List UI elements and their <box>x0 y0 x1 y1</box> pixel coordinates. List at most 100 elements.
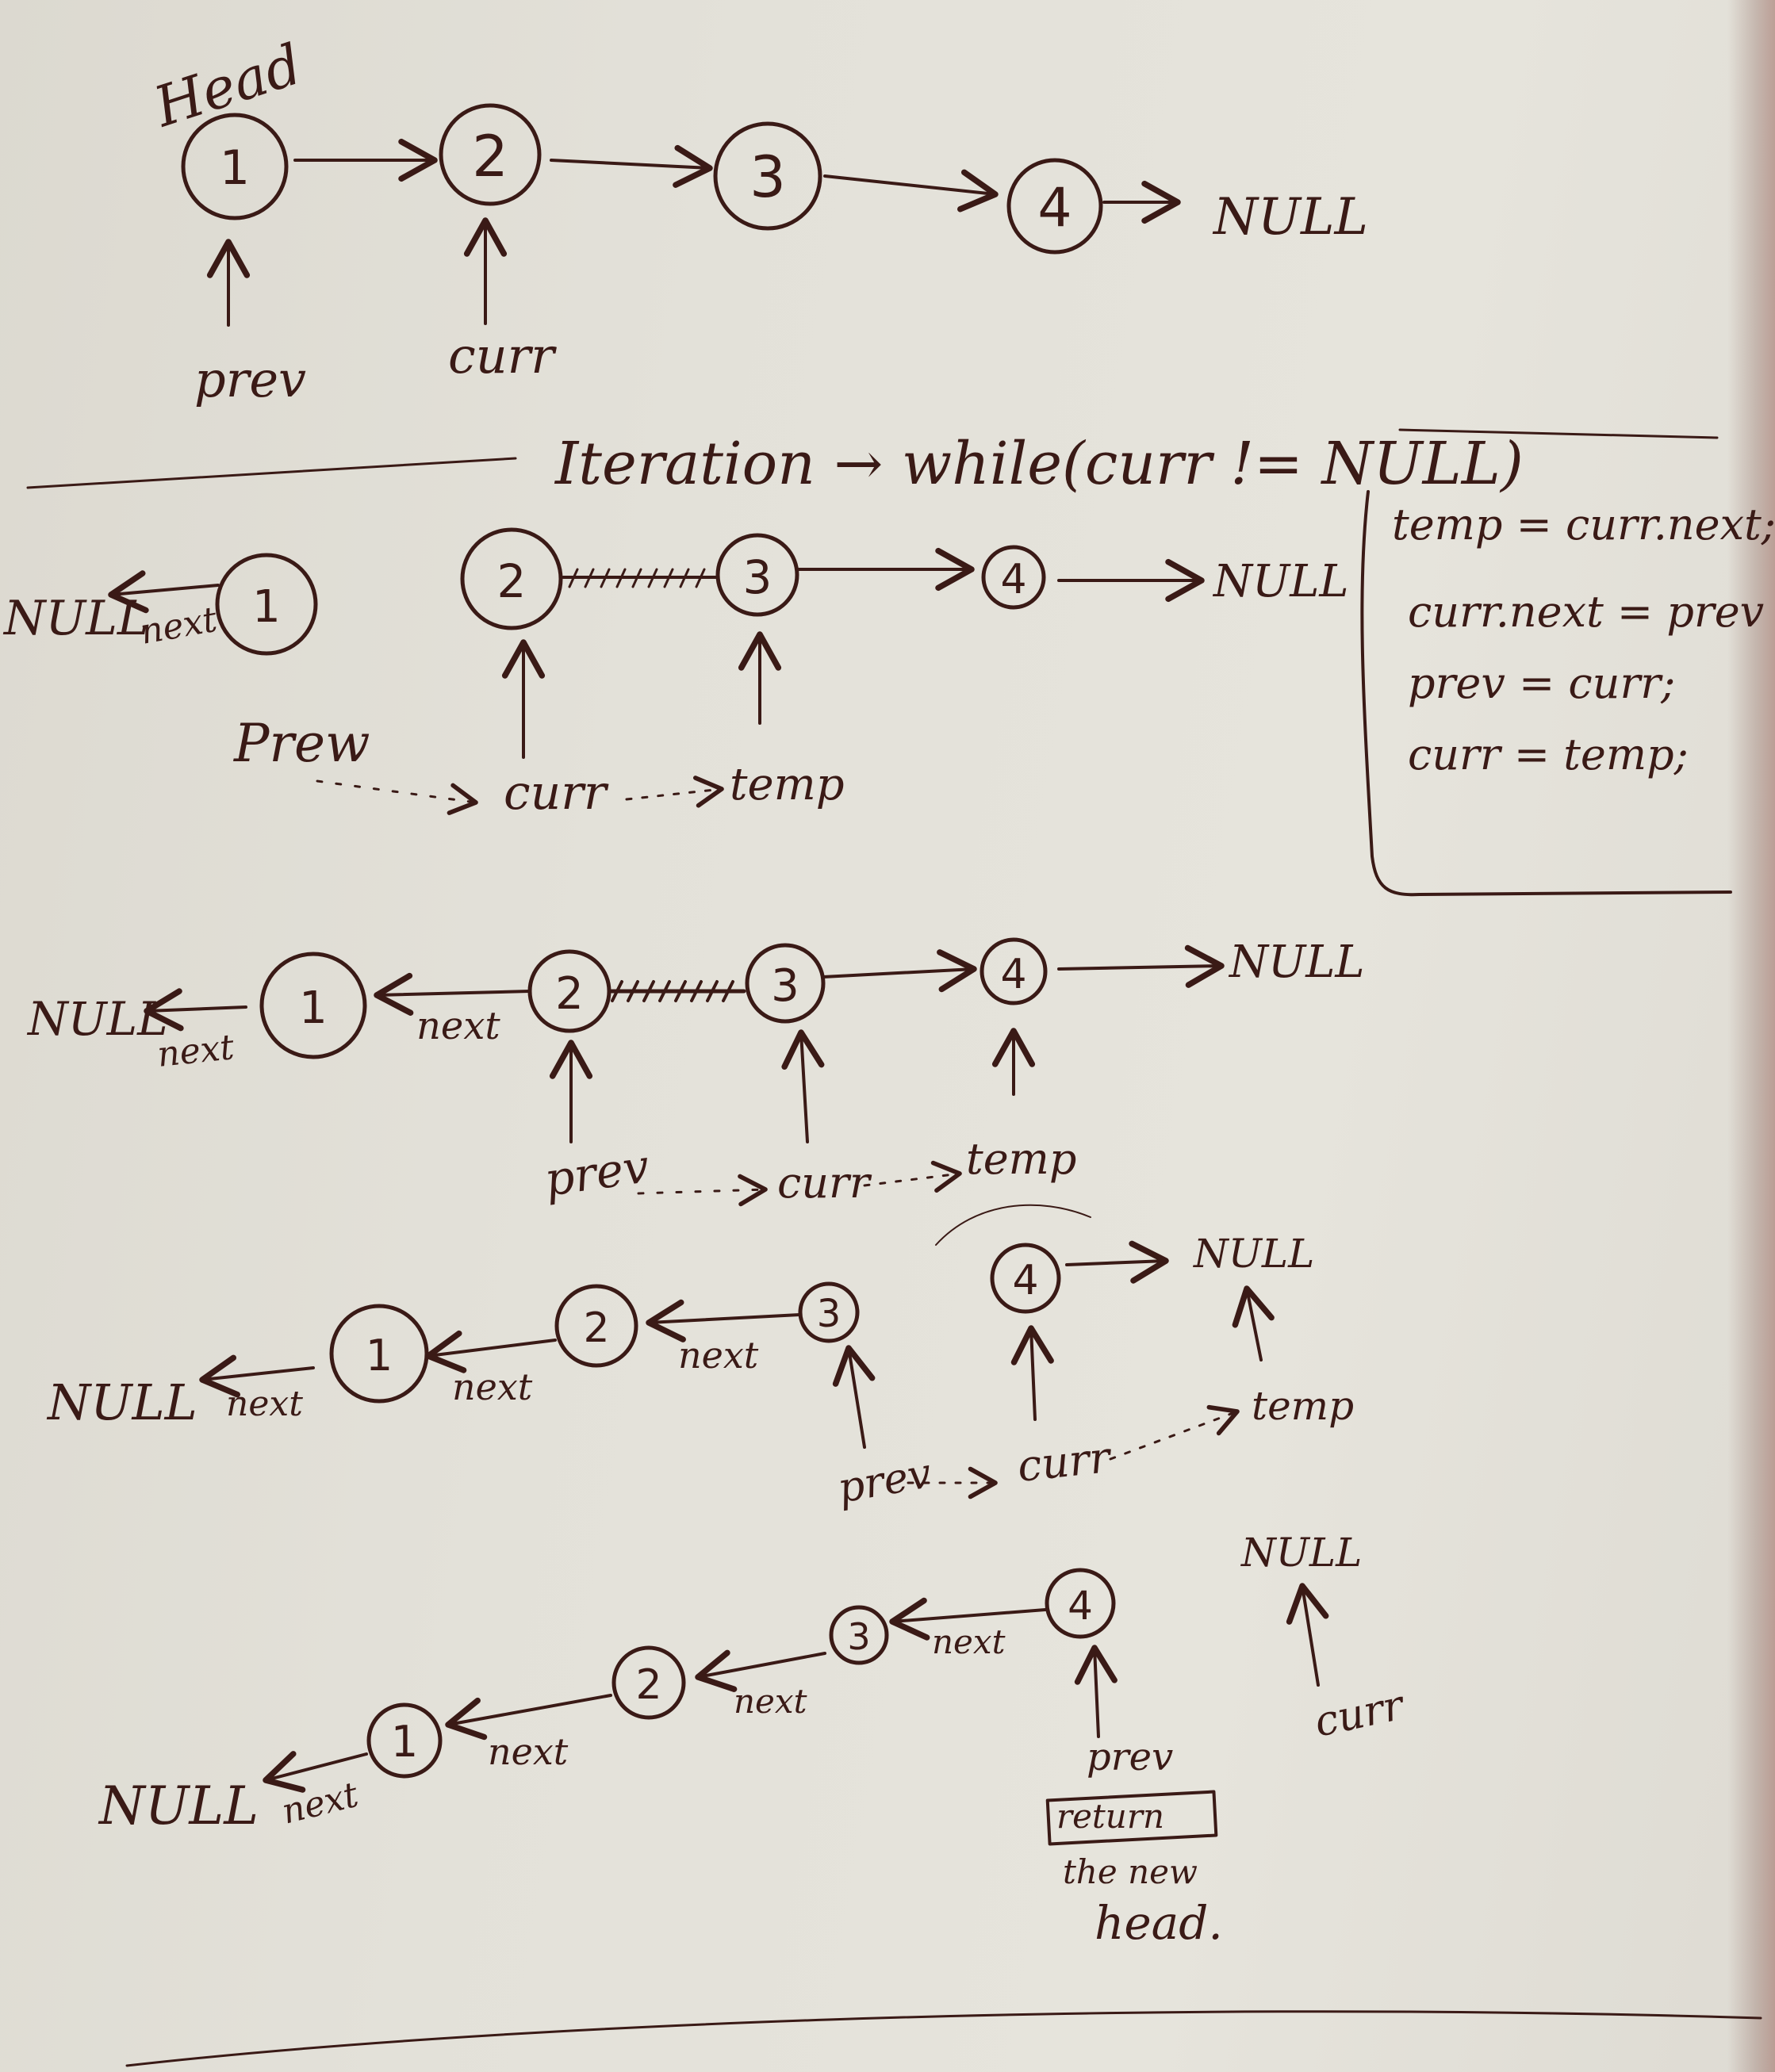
prev-label: prev <box>194 350 306 408</box>
node-4-value: 4 <box>1012 1257 1038 1304</box>
arrow-4-to-null <box>1057 944 1225 988</box>
the-new-label: the new <box>1063 1852 1198 1891</box>
null-label: NULL <box>1193 1231 1314 1277</box>
node-3 <box>715 533 799 617</box>
node-4-value: 4 <box>1000 951 1026 998</box>
null-label: NULL <box>98 1775 259 1836</box>
curr-to-temp-dashed <box>625 776 724 808</box>
code-line-2: curr.next = prev <box>1408 587 1764 637</box>
node-3-value: 3 <box>817 1292 841 1336</box>
node-2 <box>611 1645 686 1720</box>
next-arrow-3-to-2 <box>695 1649 826 1692</box>
next-label: next <box>488 1730 569 1773</box>
node-4-value: 4 <box>1037 177 1072 239</box>
curr-pointer-arrow <box>1010 1325 1054 1421</box>
node-2 <box>460 527 563 630</box>
next-arrow-1-to-null <box>263 1751 368 1793</box>
prev-to-curr-dashed <box>637 1174 768 1207</box>
next-label: next <box>226 1384 303 1424</box>
null-label: NULL <box>1228 936 1365 988</box>
next-arrow-4-to-3 <box>889 1597 1047 1641</box>
node-1 <box>215 553 318 656</box>
code-box-bracket <box>1360 490 1732 897</box>
arrow-4-to-null <box>1065 1240 1169 1284</box>
code-box: temp = curr.next; curr.next = prev prev … <box>1360 490 1775 897</box>
node-3 <box>798 1281 860 1343</box>
faint-sketch-curve <box>935 1204 1091 1246</box>
next-label: next <box>452 1365 533 1408</box>
step-3: NULL next 1 next 2 next 3 4 NULL prev cu… <box>46 1204 1354 1513</box>
node-1 <box>181 113 289 220</box>
node-4 <box>980 937 1048 1005</box>
node-4 <box>1045 1568 1116 1639</box>
curr-pointer-arrow <box>781 1029 825 1143</box>
node-3-value: 3 <box>743 550 772 604</box>
prev-label: prev <box>1087 1735 1173 1779</box>
next-label: next <box>932 1622 1006 1661</box>
temp-label: temp <box>966 1134 1076 1184</box>
node-2-value: 2 <box>635 1661 661 1709</box>
next-arrow-3-to-2 <box>646 1299 801 1342</box>
next-arrow-1-to-null <box>144 988 247 1032</box>
temp-label: temp <box>730 759 845 810</box>
temp-pointer-arrow <box>1232 1285 1275 1362</box>
node-1 <box>366 1702 443 1779</box>
divider-right <box>1398 428 1719 439</box>
curr-label: curr <box>777 1158 872 1208</box>
null-label: NULL <box>1240 1530 1362 1576</box>
prev-pointer-arrow <box>832 1345 876 1449</box>
node-2-value: 2 <box>583 1304 609 1352</box>
node-1-value: 1 <box>366 1331 393 1381</box>
arrow-3-to-4 <box>822 949 977 993</box>
prev-label: prev <box>834 1450 935 1513</box>
null-label: NULL <box>26 992 168 1046</box>
node-3-value: 3 <box>771 960 799 1012</box>
return-box <box>1045 1790 1218 1846</box>
node-2-value: 2 <box>472 123 508 190</box>
node-4 <box>1006 158 1103 255</box>
code-line-1: temp = curr.next; <box>1392 500 1775 550</box>
node-2 <box>554 1284 638 1368</box>
head-label: Head <box>145 32 309 140</box>
null-label: NULL <box>1212 188 1368 247</box>
node-4 <box>981 545 1046 610</box>
curr-to-temp-dashed <box>1109 1404 1240 1461</box>
next-label: next <box>678 1334 759 1377</box>
next-label: next <box>278 1775 362 1833</box>
step-2: NULL next 1 next 2 3 4 NULL prev curr te… <box>26 936 1365 1208</box>
step-4-final: NULL next 1 next 2 next 3 next 4 prev re… <box>98 1530 1410 1950</box>
node-4-value: 4 <box>1068 1583 1093 1629</box>
curr-label: curr <box>1015 1432 1115 1492</box>
node-2 <box>439 103 542 206</box>
next-label: next <box>137 599 220 653</box>
prev-label: prev <box>541 1139 652 1207</box>
node-3 <box>829 1605 889 1665</box>
prev-to-curr-dashed <box>316 779 478 815</box>
node-1-value: 1 <box>299 982 328 1034</box>
iteration-title: Iteration → while(curr != NULL) <box>554 430 1524 498</box>
prev-label: Prew <box>233 713 370 774</box>
node-1 <box>259 952 367 1059</box>
divider-left <box>26 457 517 489</box>
next-arrow-1-to-null <box>199 1354 315 1398</box>
curr-to-temp-dashed <box>863 1160 962 1193</box>
curr-label: curr <box>504 765 609 821</box>
null-label: NULL <box>1212 556 1349 607</box>
next-arrow-1-to-null <box>108 570 220 614</box>
curr-label: curr <box>448 327 557 385</box>
node-1-value: 1 <box>252 581 281 633</box>
bottom-divider <box>125 2010 1762 2067</box>
step-1: NULL next 1 2 3 4 NULL Prew curr temp <box>2 527 1349 821</box>
node-3-value: 3 <box>749 144 786 210</box>
next-arrow-2-to-1 <box>445 1694 612 1741</box>
arrow-3-to-4 <box>823 169 999 213</box>
node-3-value: 3 <box>847 1615 870 1658</box>
step-0-initial-list: Head 1 2 3 4 NULL prev curr <box>145 32 1368 408</box>
code-line-3: prev = curr; <box>1408 658 1675 708</box>
curr-pointer-arrow <box>1286 1583 1329 1687</box>
notebook-edge <box>1727 0 1775 2072</box>
node-3 <box>745 943 826 1024</box>
arrow-2-to-3 <box>550 144 713 188</box>
node-3 <box>713 121 822 231</box>
